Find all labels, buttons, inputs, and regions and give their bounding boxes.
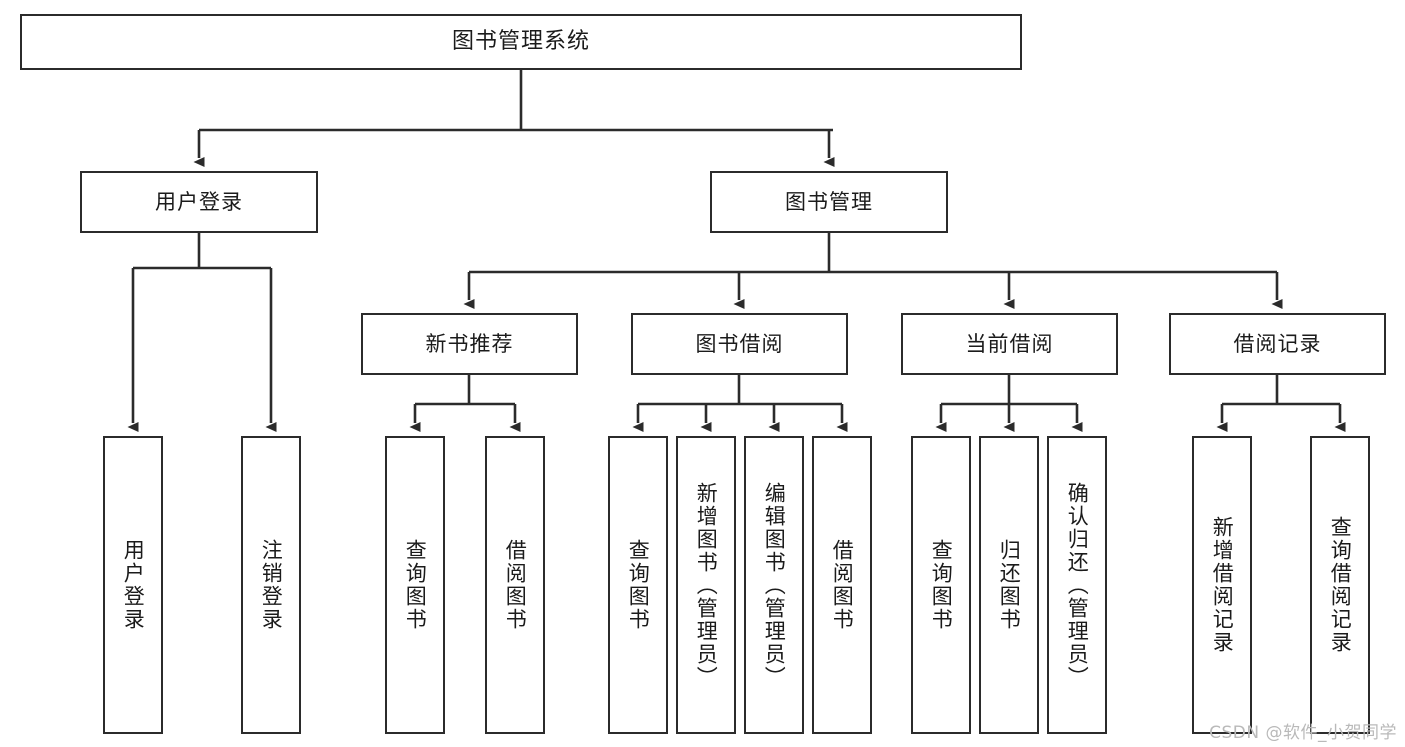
leaf-edit-book-admin[interactable]: 编辑图书（管理员） (744, 436, 804, 734)
leaf-label: 编辑图书（管理员） (762, 481, 787, 689)
leaf-query-book-recommend[interactable]: 查询图书 (385, 436, 445, 734)
leaf-label: 注销登录 (259, 539, 284, 631)
leaf-label: 用户登录 (121, 539, 146, 631)
leaf-label: 查询借阅记录 (1328, 516, 1353, 654)
leaf-label: 借阅图书 (503, 539, 528, 631)
leaf-user-login[interactable]: 用户登录 (103, 436, 163, 734)
watermark-text: CSDN @软件_小贺同学 (1209, 723, 1397, 743)
leaf-logout-login[interactable]: 注销登录 (241, 436, 301, 734)
leaf-borrow-book-borrow[interactable]: 借阅图书 (812, 436, 872, 734)
node-user-login[interactable]: 用户登录 (80, 171, 318, 233)
leaf-query-borrow-record[interactable]: 查询借阅记录 (1310, 436, 1370, 734)
leaf-query-book-current[interactable]: 查询图书 (911, 436, 971, 734)
node-book-management[interactable]: 图书管理 (710, 171, 948, 233)
leaf-label: 查询图书 (626, 539, 651, 631)
node-root-system[interactable]: 图书管理系统 (20, 14, 1022, 70)
leaf-label: 查询图书 (929, 539, 954, 631)
leaf-confirm-return-admin[interactable]: 确认归还（管理员） (1047, 436, 1107, 734)
node-book-borrow[interactable]: 图书借阅 (631, 313, 848, 375)
leaf-label: 确认归还（管理员） (1065, 481, 1090, 689)
leaf-label: 新增借阅记录 (1210, 516, 1235, 654)
leaf-label: 新增图书（管理员） (694, 481, 719, 689)
node-new-book-recommend[interactable]: 新书推荐 (361, 313, 578, 375)
leaf-borrow-book-recommend[interactable]: 借阅图书 (485, 436, 545, 734)
leaf-label: 查询图书 (403, 539, 428, 631)
leaf-label: 借阅图书 (830, 539, 855, 631)
node-current-borrow[interactable]: 当前借阅 (901, 313, 1118, 375)
leaf-query-book-borrow[interactable]: 查询图书 (608, 436, 668, 734)
leaf-label: 归还图书 (997, 539, 1022, 631)
leaf-return-book[interactable]: 归还图书 (979, 436, 1039, 734)
leaf-add-borrow-record[interactable]: 新增借阅记录 (1192, 436, 1252, 734)
leaf-add-book-admin[interactable]: 新增图书（管理员） (676, 436, 736, 734)
node-borrow-record[interactable]: 借阅记录 (1169, 313, 1386, 375)
